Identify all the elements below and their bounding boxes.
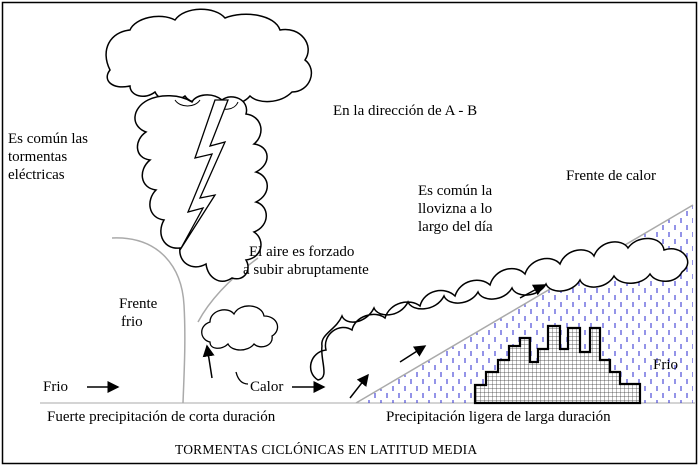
direction-label: En la dirección de A - B [333,103,478,119]
updraft-arrow-1 [349,373,369,399]
lightning-icon [179,99,229,251]
cold-front-label-line2: frio [121,314,143,330]
precipitation-histogram [473,324,642,405]
forced-air-label-line1: El aire es forzado [249,244,355,260]
forced-air-label-line2: a subir abruptamente [243,262,369,278]
cold-front-line [111,237,186,404]
updraft-arrow-2 [399,345,427,363]
drizzle-label-line1: Es común la [418,183,493,199]
small-cumulus-cloud [201,305,279,351]
warm-front-cloud-band [309,237,689,381]
cold-front-label-line1: Frente [119,296,158,312]
cold-right-label: Frio [653,357,679,373]
thunderstorm-label-line3: eléctricas [8,167,65,183]
cold-left-label: Frio [43,379,69,395]
warm-front-line [355,204,694,404]
caption: TORMENTAS CICLÓNICAS EN LATITUD MEDIA [175,442,478,457]
updraft-arrow-cold [202,344,215,379]
drizzle-label-line3: largo del día [418,219,493,235]
warm-front-label: Frente de calor [566,168,656,184]
thunderstorm-label-line1: Es común las [8,131,88,147]
cumulonimbus-cloud [105,8,313,106]
cold-front-line-right [197,257,259,323]
light-precip-label: Precipitación ligera de larga duración [386,409,611,425]
heat-label: Calor [250,379,284,395]
heavy-precip-label: Fuerte precipitación de corta duración [47,409,276,425]
updraft-arrow-3 [519,284,546,299]
warm-curve-arrow [235,371,249,385]
thunderstorm-label-line2: tormentas [8,149,68,165]
drizzle-label-line2: llovizna a lo [418,201,493,217]
